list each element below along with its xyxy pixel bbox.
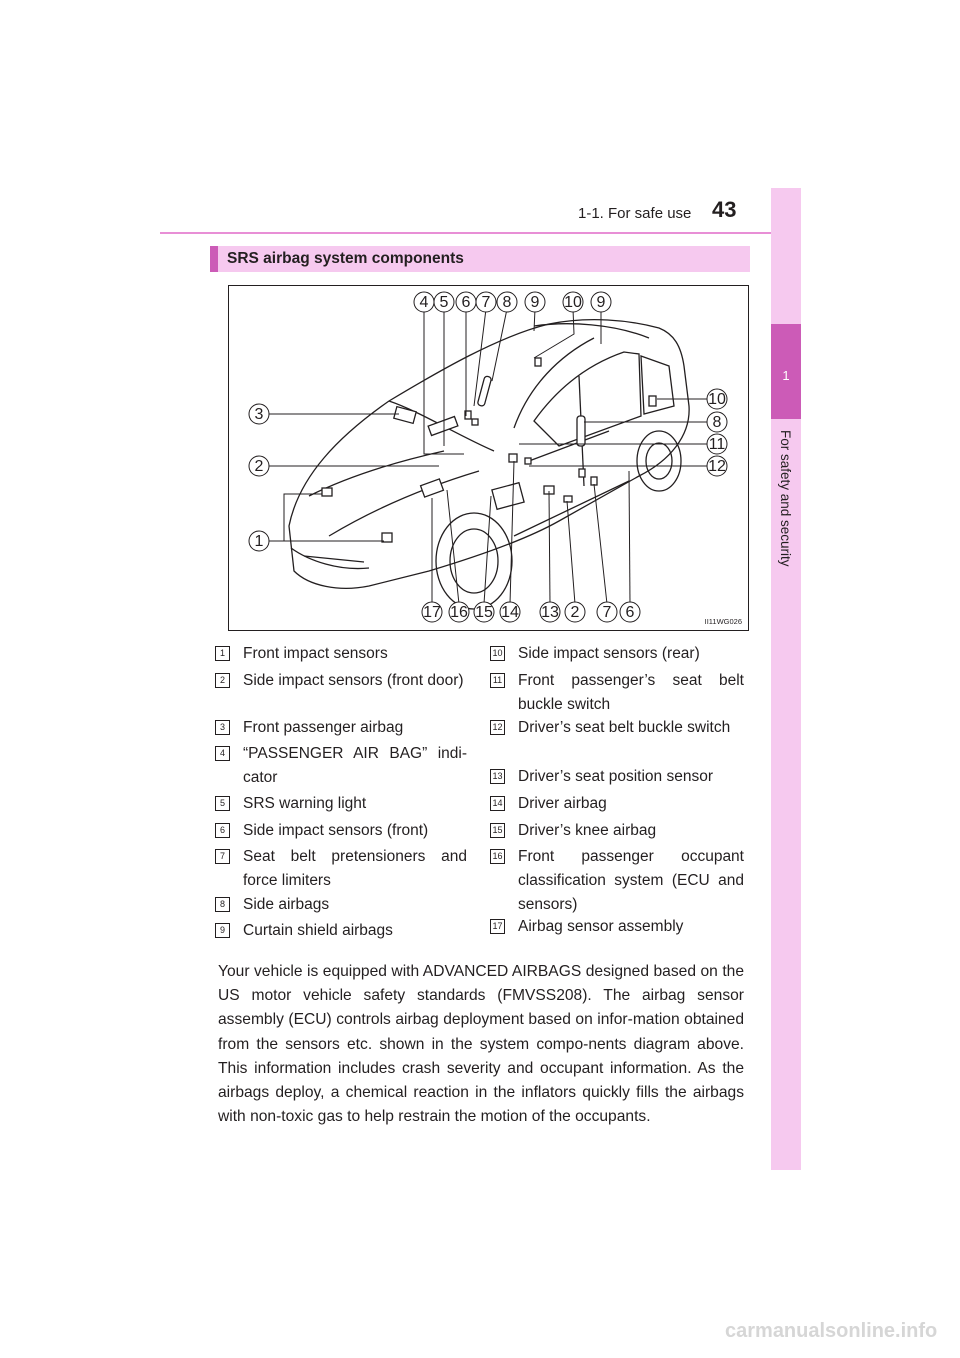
- legend-label: Driver’s seat belt buckle switch: [518, 719, 731, 736]
- callout-bottom-8: 6: [626, 604, 635, 621]
- callout-left-2: 2: [255, 458, 264, 475]
- header-rule: [160, 232, 800, 234]
- callout-bottom-7: 7: [603, 604, 612, 621]
- callout-bottom-5: 13: [541, 604, 559, 621]
- callout-top-8: 9: [597, 294, 606, 311]
- legend-number: 9: [215, 923, 230, 938]
- legend-number: 3: [215, 720, 230, 735]
- legend-label: Curtain shield airbags: [243, 922, 393, 939]
- callout-right-1: 10: [708, 391, 726, 408]
- legend-label: Driver’s seat position sensor: [518, 768, 713, 785]
- legend-number: 4: [215, 746, 230, 761]
- legend-label: Front passenger occupant classification …: [518, 848, 744, 913]
- callout-right-4: 12: [708, 458, 726, 475]
- section-heading: SRS airbag system components: [210, 246, 750, 272]
- legend-label: Seat belt pretensioners and force limite…: [243, 848, 467, 889]
- legend-number: 16: [490, 849, 505, 864]
- legend-label: Front passenger airbag: [243, 719, 404, 736]
- diagram-image-code: II11WG026: [704, 617, 742, 626]
- legend-number: 8: [215, 897, 230, 912]
- airbag-components-diagram: 4 5 6 7 8 9 10 9 3 2 1 10 8 11 12 17 16 …: [228, 285, 749, 631]
- legend-number: 5: [215, 796, 230, 811]
- legend-number: 1: [215, 646, 230, 661]
- page-number: 43: [712, 197, 737, 222]
- chapter-number-block: [771, 324, 801, 419]
- callout-bottom-6: 2: [571, 604, 580, 621]
- legend-label: “PASSENGER AIR BAG” indi-cator: [243, 745, 467, 786]
- chapter-title: For safety and security: [778, 430, 793, 567]
- legend-label: Airbag sensor assembly: [518, 918, 684, 935]
- callout-top-5: 8: [503, 294, 512, 311]
- watermark: carmanualsonline.info: [725, 1320, 938, 1342]
- legend-label: Side impact sensors (rear): [518, 645, 700, 662]
- callout-top-6: 9: [531, 294, 540, 311]
- body-paragraph: Your vehicle is equipped with ADVANCED A…: [218, 963, 744, 1126]
- callout-left-1: 3: [255, 406, 264, 423]
- callout-top-2: 5: [440, 294, 449, 311]
- callout-bottom-2: 16: [450, 604, 468, 621]
- legend-number: 2: [215, 673, 230, 688]
- callout-top-4: 7: [482, 294, 491, 311]
- legend-label: SRS warning light: [243, 795, 367, 812]
- callout-top-1: 4: [420, 294, 429, 311]
- callout-left-3: 1: [255, 533, 264, 550]
- car-illustration: 4 5 6 7 8 9 10 9 3 2 1 10 8 11 12 17 16 …: [248, 291, 728, 623]
- callout-bottom-1: 17: [423, 604, 441, 621]
- callout-top-7: 10: [564, 294, 582, 311]
- legend-number: 6: [215, 823, 230, 838]
- legend-label: Driver’s knee airbag: [518, 822, 657, 839]
- legend-number: 14: [490, 796, 505, 811]
- callout-bottom-3: 15: [475, 604, 493, 621]
- legend-label: Front impact sensors: [243, 645, 388, 662]
- chapter-number: 1: [782, 368, 790, 383]
- legend-number: 15: [490, 823, 505, 838]
- legend-label: Side airbags: [243, 896, 330, 913]
- legend-label: Driver airbag: [518, 795, 607, 812]
- callout-bottom-4: 14: [501, 604, 519, 621]
- section-reference: 1-1. For safe use: [578, 205, 692, 222]
- legend-number: 17: [490, 919, 505, 934]
- legend-number: 11: [490, 673, 505, 688]
- legend-label: Side impact sensors (front): [243, 822, 429, 839]
- legend-label: Front passenger’s seat belt buckle switc…: [518, 672, 744, 713]
- legend-number: 13: [490, 769, 505, 784]
- legend-number: 10: [490, 646, 505, 661]
- callout-top-3: 6: [462, 294, 471, 311]
- callout-right-3: 11: [709, 436, 726, 453]
- legend-number: 12: [490, 720, 505, 735]
- callout-right-2: 8: [713, 414, 722, 431]
- legend-number: 7: [215, 849, 230, 864]
- legend-label: Side impact sensors (front door): [243, 672, 464, 689]
